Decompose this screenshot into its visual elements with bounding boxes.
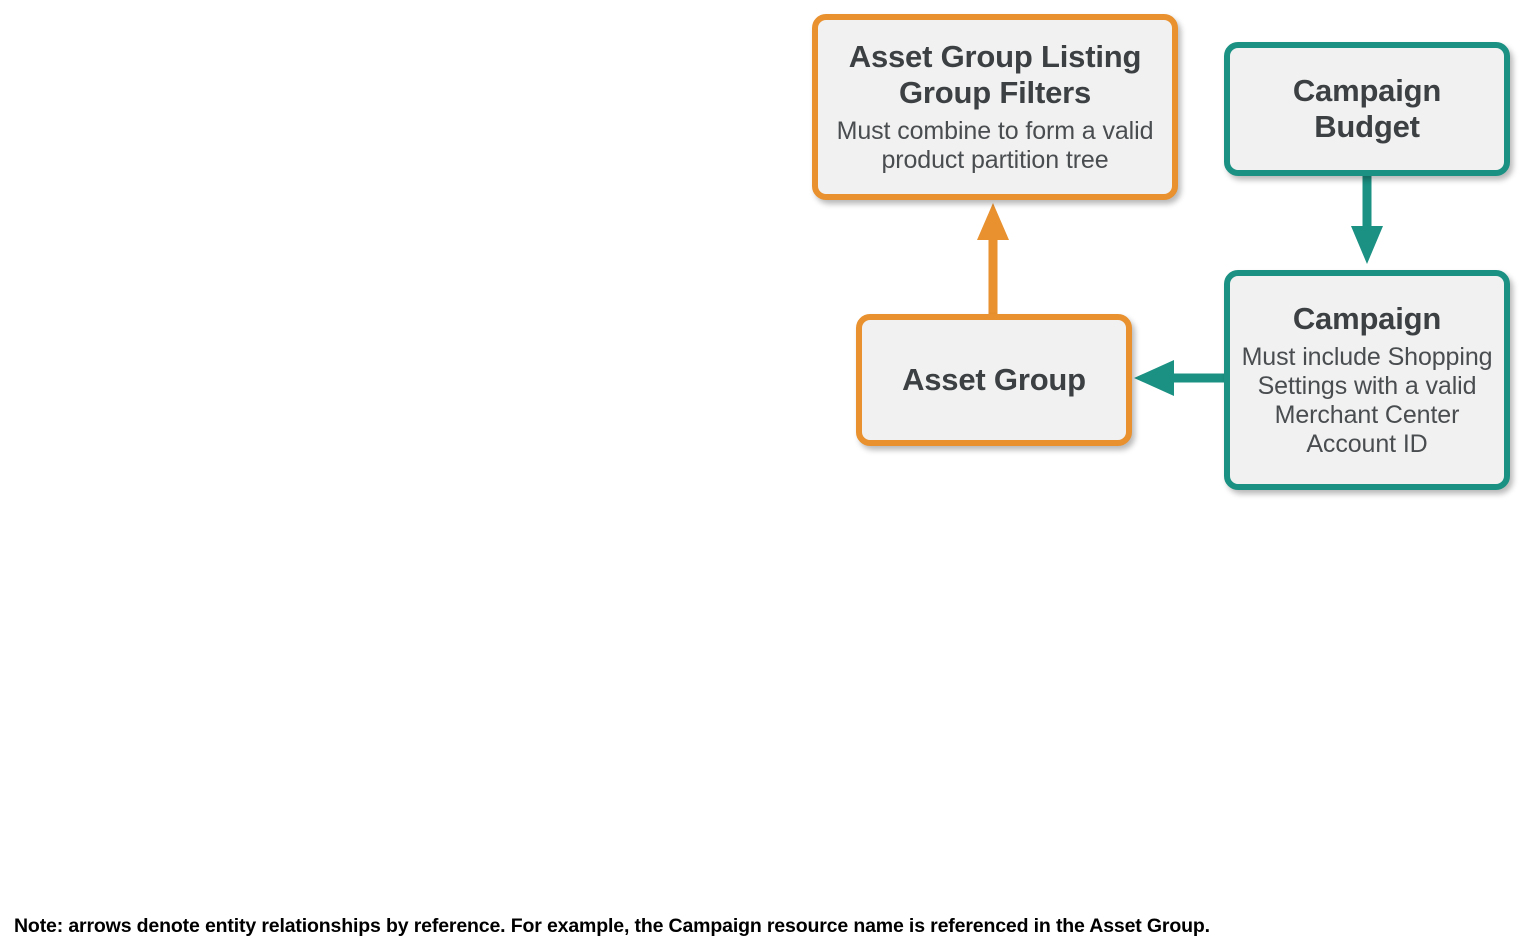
node-asset-group[interactable]: Asset Group [856,314,1132,446]
edge-campaign-to-asset-group [1134,360,1224,396]
edge-campaign-budget-to-campaign [1351,176,1383,264]
node-subtitle-campaign: Must include Shopping Settings with a va… [1241,342,1493,458]
node-title-campaign: Campaign [1292,301,1442,337]
node-title-asset-group: Asset Group [902,362,1086,398]
node-title-campaign-budget: Campaign Budget [1292,73,1442,144]
node-subtitle-asset-group-listing-group-filters: Must combine to form a valid product par… [836,116,1154,174]
node-title-asset-group-listing-group-filters: Asset Group Listing Group Filters [848,39,1142,110]
arrowhead-up-orange [977,203,1009,240]
arrowhead-left-teal [1134,360,1174,396]
node-campaign[interactable]: Campaign Must include Shopping Settings … [1224,270,1510,490]
arrowhead-down-teal [1351,226,1383,264]
edge-asset-group-to-filters [977,203,1009,314]
node-campaign-budget[interactable]: Campaign Budget [1224,42,1510,176]
node-asset-group-listing-group-filters[interactable]: Asset Group Listing Group Filters Must c… [812,14,1178,200]
diagram-note: Note: arrows denote entity relationships… [14,915,1210,937]
